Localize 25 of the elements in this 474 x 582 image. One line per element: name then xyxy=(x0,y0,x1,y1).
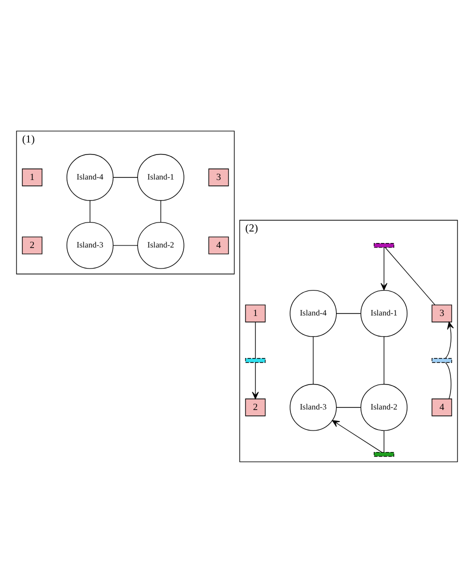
connector xyxy=(160,200,162,223)
node-box: 1 xyxy=(22,168,42,186)
node-box: 4 xyxy=(432,398,452,416)
node-bar xyxy=(374,243,394,248)
connector xyxy=(255,322,256,358)
node-box: 2 xyxy=(22,236,42,254)
node-box: 3 xyxy=(432,304,452,322)
arrow xyxy=(332,420,382,453)
arrow xyxy=(252,362,259,400)
node-box: 1 xyxy=(245,304,266,322)
connector xyxy=(312,336,314,384)
connector xyxy=(445,362,452,400)
connector xyxy=(384,247,436,306)
node-box: 3 xyxy=(208,168,229,186)
node-bar xyxy=(245,358,266,363)
node-box: 2 xyxy=(245,398,266,416)
connector xyxy=(336,313,362,314)
arrow xyxy=(445,322,454,358)
node-bar xyxy=(432,358,452,363)
connector xyxy=(336,407,362,408)
connector xyxy=(112,177,138,178)
arrow xyxy=(380,247,388,290)
node-bar xyxy=(374,452,394,457)
node-box: 4 xyxy=(208,236,229,254)
connector xyxy=(112,245,138,246)
